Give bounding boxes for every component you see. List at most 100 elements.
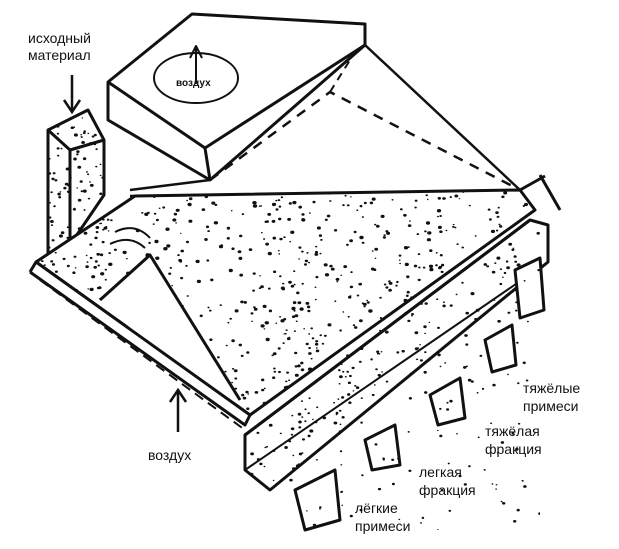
grain-dot <box>481 406 484 409</box>
grain-dot <box>186 240 189 244</box>
grain-dot <box>292 454 295 457</box>
grain-dot <box>281 401 284 403</box>
grain-dot <box>504 466 509 470</box>
grain-dot <box>446 370 449 373</box>
grain-dot <box>101 240 105 244</box>
grain-dot <box>298 426 302 429</box>
grain-dot <box>99 253 104 257</box>
grain-dot <box>411 313 414 316</box>
grain-dot <box>68 390 72 393</box>
grain-dot <box>186 199 189 202</box>
grain-dot <box>447 365 451 369</box>
grain-dot <box>83 209 86 211</box>
grain-dot <box>118 342 121 345</box>
grain-dot <box>172 218 177 222</box>
grain-dot <box>105 191 109 195</box>
grain-dot <box>89 354 94 358</box>
grain-dot <box>467 378 472 382</box>
grain-dot <box>319 334 322 337</box>
grain-dot <box>475 375 480 379</box>
grain-dot <box>437 326 440 329</box>
grain-dot <box>84 401 88 405</box>
grain-dot <box>110 219 113 222</box>
grain-dot <box>395 284 398 287</box>
grain-dot <box>461 281 464 284</box>
grain-dot <box>371 393 375 397</box>
grain-dot <box>360 421 363 424</box>
grain-dot <box>474 429 478 432</box>
grain-dot <box>76 150 80 154</box>
grain-dot <box>419 344 421 346</box>
grain-dot <box>375 368 378 371</box>
grain-dot <box>77 322 80 325</box>
grain-dot <box>54 179 58 182</box>
grain-dot <box>59 191 62 193</box>
grain-dot <box>462 363 465 365</box>
grain-dot <box>230 210 233 212</box>
grain-dot <box>30 237 34 240</box>
grain-dot <box>234 387 238 390</box>
grain-dot <box>337 398 340 400</box>
grain-dot <box>384 330 389 334</box>
grain-dot <box>549 217 551 219</box>
grain-dot <box>311 337 315 340</box>
grain-dot <box>84 347 88 351</box>
grain-dot <box>155 256 160 260</box>
grain-dot <box>476 392 479 394</box>
grain-dot <box>52 341 56 343</box>
grain-dot <box>267 251 272 256</box>
grain-dot <box>43 334 48 338</box>
grain-dot <box>349 514 353 518</box>
grain-dot <box>65 167 70 171</box>
grain-dot <box>319 252 322 255</box>
grain-dot <box>238 343 242 347</box>
grain-dot <box>463 366 467 369</box>
grain-dot <box>517 339 521 342</box>
grain-dot <box>458 198 461 200</box>
grain-dot <box>161 373 165 377</box>
grain-dot <box>315 340 319 343</box>
grain-dot <box>284 446 288 449</box>
grain-dot <box>342 370 345 373</box>
grain-dot <box>502 492 505 494</box>
grain-dot <box>370 358 373 361</box>
grain-dot <box>48 110 53 114</box>
grain-dot <box>169 266 172 269</box>
grain-dot <box>436 298 439 301</box>
grain-dot <box>495 211 499 215</box>
grain-dot <box>56 147 60 150</box>
grain-dot <box>50 224 54 227</box>
grain-dot <box>260 232 263 234</box>
grain-dot <box>491 309 496 313</box>
grain-dot <box>226 226 231 230</box>
outlets <box>285 252 546 532</box>
grain-dot <box>38 223 42 226</box>
grain-dot <box>81 141 85 144</box>
grain-dot <box>427 289 431 292</box>
grain-dot <box>395 414 397 415</box>
grain-dot <box>515 377 518 380</box>
grain-dot <box>51 263 56 266</box>
grain-dot <box>258 287 262 290</box>
grain-dot <box>418 295 422 298</box>
grain-dot <box>410 379 415 383</box>
grain-dot <box>231 368 235 370</box>
grain-dot <box>470 380 474 383</box>
grain-dot <box>288 280 292 284</box>
grain-dot <box>80 190 84 193</box>
grain-dot <box>271 354 274 357</box>
grain-dot <box>464 397 468 401</box>
input-label-line1: исходный <box>28 30 91 46</box>
grain-dot <box>490 422 493 425</box>
grain-dot <box>116 392 119 395</box>
grain-dot <box>62 257 66 261</box>
grain-dot <box>312 418 314 421</box>
grain-dot <box>523 280 526 282</box>
grain-dot <box>496 452 499 454</box>
grain-dot <box>76 153 79 156</box>
grain-dot <box>319 508 321 510</box>
grain-dot <box>439 365 442 368</box>
grain-dot <box>261 388 265 392</box>
grain-dot <box>88 332 93 335</box>
grain-dot <box>336 281 339 283</box>
